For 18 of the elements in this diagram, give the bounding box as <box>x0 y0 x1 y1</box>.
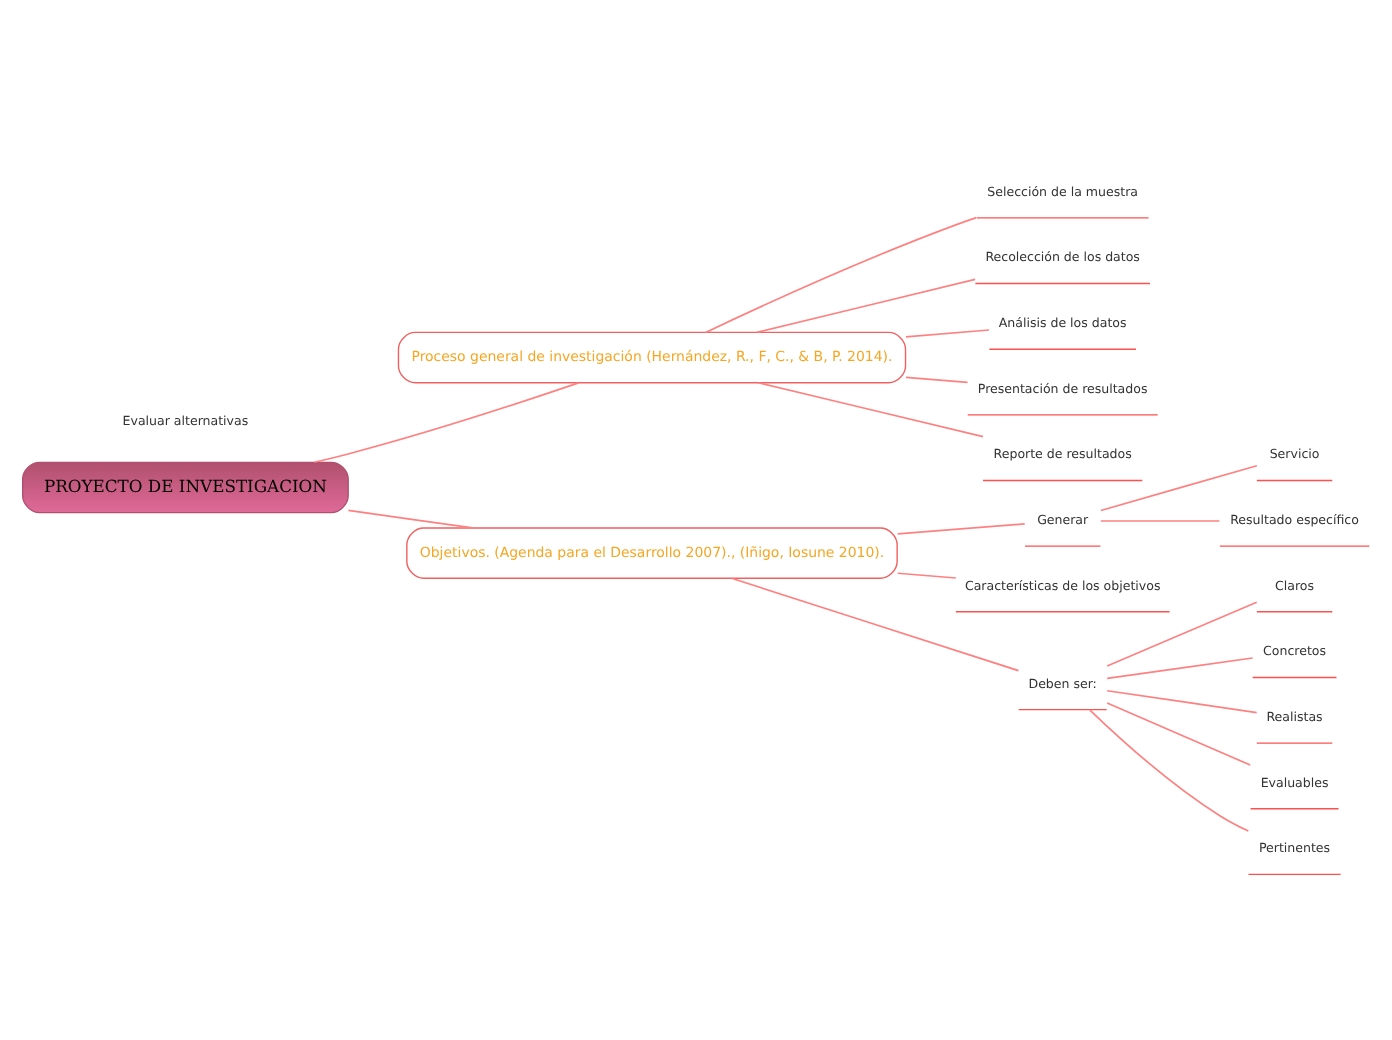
connector <box>1089 708 1250 831</box>
connector <box>1106 688 1258 713</box>
connector <box>757 380 984 437</box>
connector <box>730 576 1020 671</box>
connector <box>756 277 976 333</box>
connector <box>1100 463 1258 511</box>
connector <box>313 381 580 463</box>
connector <box>905 375 969 383</box>
connector <box>1106 656 1254 679</box>
connector <box>1106 701 1252 765</box>
connector <box>896 571 957 578</box>
connector <box>704 215 978 333</box>
node-box: PROYECTO DE INVESTIGACION <box>22 460 349 513</box>
connector <box>896 522 1026 534</box>
connector <box>905 328 990 337</box>
connector <box>1106 600 1258 666</box>
connector <box>1100 519 1221 521</box>
connector <box>347 508 474 528</box>
